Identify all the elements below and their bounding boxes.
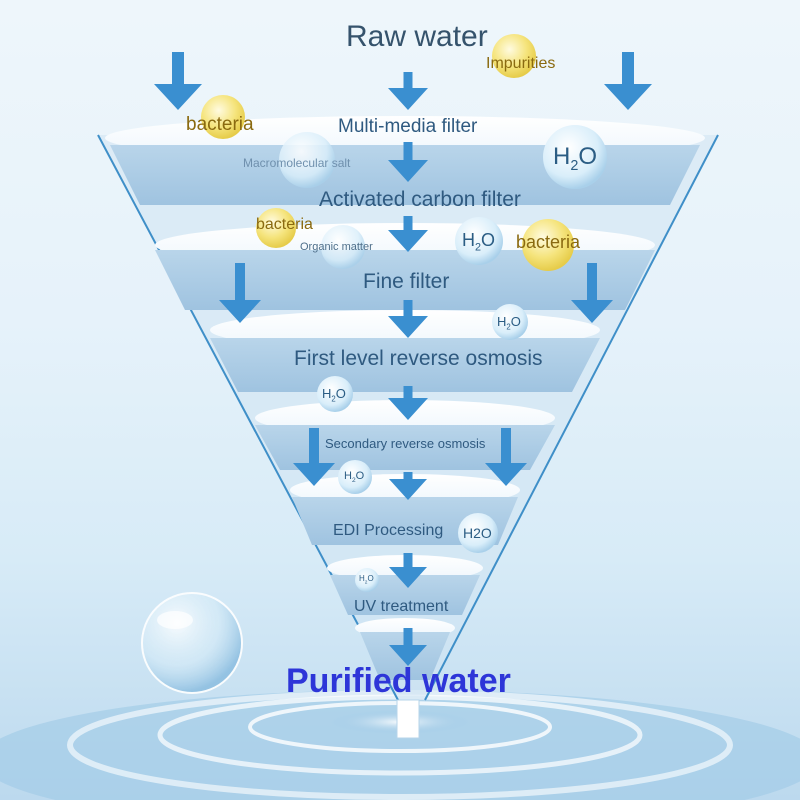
- label-bacteria-1: bacteria: [186, 114, 254, 135]
- h2o-bubble: [492, 304, 528, 340]
- down-arrow-icon: [154, 52, 202, 110]
- organic-bubble: [321, 225, 365, 269]
- down-arrow-icon: [219, 263, 261, 323]
- output-purified-water: Purified water: [286, 662, 511, 700]
- stage-label-activated-carbon: Activated carbon filter: [319, 188, 521, 211]
- h2o-bubble: [455, 217, 503, 265]
- down-arrow-icon: [485, 428, 527, 486]
- h2o-label: H2O: [497, 314, 521, 332]
- stage-label-multi-media: Multi-media filter: [338, 116, 478, 137]
- flow-arrows: [154, 52, 652, 666]
- label-macromolecular-salt: Macromolecular salt: [243, 156, 351, 170]
- stage-label-secondary-ro: Secondary reverse osmosis: [325, 436, 486, 451]
- down-arrow-icon: [293, 428, 335, 486]
- h2o-label-plain: H2O: [463, 525, 492, 541]
- h2o-label: H2O: [462, 230, 496, 254]
- h2o-bubble: [317, 376, 353, 412]
- h2o-label: H2O: [322, 386, 346, 404]
- stage-label-uv: UV treatment: [354, 598, 449, 615]
- down-arrow-icon: [389, 472, 427, 500]
- down-arrow-icon: [389, 628, 427, 666]
- stage-label-first-ro: First level reverse osmosis: [294, 347, 543, 370]
- label-bacteria-2: bacteria: [256, 216, 313, 233]
- down-arrow-icon: [571, 263, 613, 323]
- down-arrow-icon: [604, 52, 652, 110]
- salt-bubble: [279, 132, 335, 188]
- stage-label-fine-filter: Fine filter: [363, 270, 450, 293]
- funnel-right-edge: [424, 134, 719, 701]
- label-organic-matter: Organic matter: [300, 241, 373, 253]
- h2o-label: H2O: [344, 470, 365, 485]
- bacteria-bubble: [201, 95, 245, 139]
- impurities-bubble: [492, 34, 536, 78]
- floating-bubble: [141, 592, 243, 694]
- h2o-bubble: [338, 460, 372, 494]
- title-raw-water: Raw water: [346, 20, 488, 53]
- stage-label-edi: EDI Processing: [333, 522, 444, 539]
- down-arrow-icon: [388, 142, 428, 182]
- down-arrow-icon: [388, 216, 428, 252]
- bacteria-bubble: [522, 219, 574, 271]
- h2o-bubble: [543, 125, 607, 189]
- down-arrow-icon: [388, 386, 428, 420]
- down-arrow-icon: [388, 72, 428, 110]
- label-bacteria-3: bacteria: [516, 232, 581, 252]
- h2o-label: H2O: [359, 574, 374, 586]
- molecule-bubbles: [201, 34, 607, 592]
- label-impurities: Impurities: [486, 55, 556, 72]
- h2o-label-large: H2O: [553, 143, 598, 174]
- outlet-spout: [396, 699, 420, 739]
- down-arrow-icon: [389, 553, 427, 588]
- h2o-bubble: [458, 513, 498, 553]
- bacteria-bubble: [256, 208, 296, 248]
- h2o-bubble: [355, 568, 379, 592]
- down-arrow-icon: [388, 300, 428, 338]
